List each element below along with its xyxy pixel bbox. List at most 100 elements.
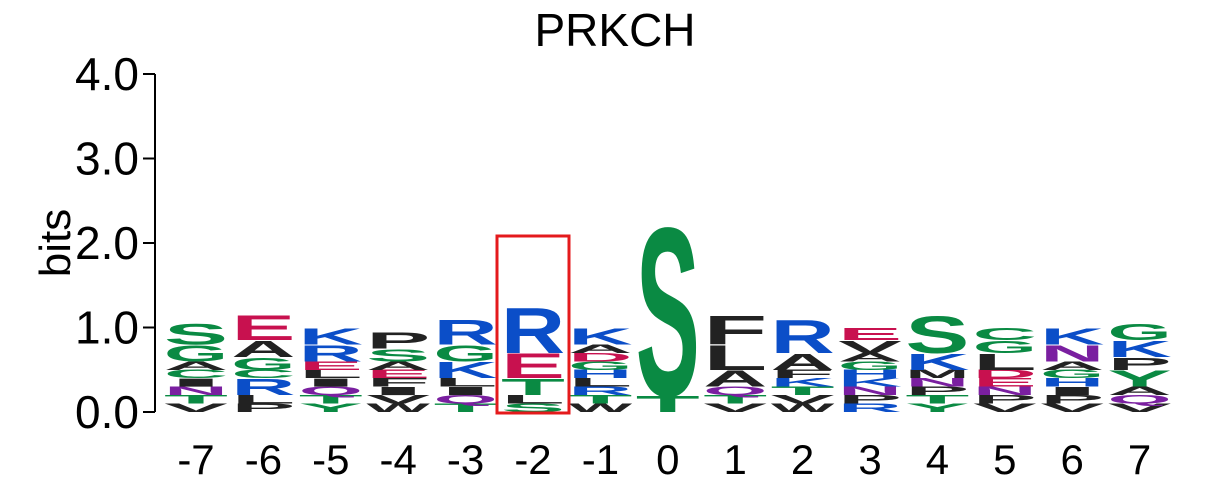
logo-letter-A: A <box>1108 385 1172 398</box>
logo-letter-K: K <box>1108 336 1172 362</box>
logo-letter-A: A <box>703 365 767 391</box>
logo-letter-A: A <box>366 359 430 372</box>
logo-letter-Q: Q <box>434 393 498 406</box>
logo-letter-T: T <box>636 391 700 417</box>
logo-letter-C: C <box>973 324 1037 344</box>
logo-letter-G: G <box>973 337 1037 357</box>
logo-letter-E: E <box>501 347 565 386</box>
logo-letter-V: V <box>164 401 228 414</box>
logo-letter-L: L <box>231 393 295 406</box>
x-tick-label: 4 <box>926 436 949 483</box>
y-tick-label: 0.0 <box>75 386 139 438</box>
logo-letter-A: A <box>771 348 835 374</box>
x-tick-label: -7 <box>177 436 214 483</box>
logo-letter-I: I <box>164 376 228 389</box>
logo-letter-V: V <box>1108 401 1172 414</box>
logo-letter-L: L <box>299 368 363 381</box>
logo-letter-N: N <box>838 385 902 398</box>
logo-letter-H: H <box>1040 376 1104 389</box>
logo-letter-A: A <box>231 336 295 362</box>
logo-letter-G: G <box>838 359 902 372</box>
logo-letter-K: K <box>1040 323 1104 349</box>
x-tick-label: -3 <box>447 436 484 483</box>
x-tick-label: 3 <box>858 436 881 483</box>
logo-letter-V: V <box>838 337 902 357</box>
logo-letter-A: A <box>838 351 902 364</box>
logo-letter-Q: Q <box>299 385 363 398</box>
logo-letter-S: S <box>501 402 565 415</box>
logo-letter-D: D <box>973 368 1037 381</box>
logo-letter-C: C <box>164 368 228 381</box>
logo-letter-G: G <box>164 340 228 366</box>
logo-letter-G: G <box>231 354 295 374</box>
logo-letter-G: G <box>568 359 632 372</box>
logo-letter-W: W <box>569 402 633 415</box>
logo-letter-R: R <box>299 340 363 366</box>
logo-letter-Q: Q <box>703 385 767 398</box>
letter-stacks: VTNICAGSPLRCGAEYTQILERKWVIFEASPTQILKGRSL… <box>164 177 1172 446</box>
logo-letter-N: N <box>973 385 1037 398</box>
y-tick-label: 1.0 <box>75 302 139 354</box>
logo-letter-E: E <box>299 359 363 372</box>
logo-letter-C: C <box>231 368 295 381</box>
logo-letter-I: I <box>1040 384 1104 397</box>
logo-letter-Y: Y <box>1108 365 1172 391</box>
x-tick-label: 2 <box>791 436 814 483</box>
logo-letter-V: V <box>771 393 835 406</box>
logo-letter-T: T <box>164 393 228 406</box>
x-tick-label: -4 <box>380 436 417 483</box>
logo-letter-D: D <box>568 351 632 364</box>
logo-letter-S: S <box>366 345 430 365</box>
logo-letter-L: L <box>434 376 498 389</box>
logo-letter-E: E <box>973 376 1037 389</box>
logo-letter-R: R <box>231 374 295 400</box>
logo-letter-K: K <box>434 357 498 383</box>
logo-letter-P: P <box>905 385 969 398</box>
logo-letter-V: V <box>366 393 430 406</box>
y-tick-label: 2.0 <box>75 217 139 269</box>
y-axis-label: bits <box>31 209 80 277</box>
logo-letter-V: V <box>1040 401 1104 414</box>
logo-letter-T: T <box>703 393 767 406</box>
x-tick-label: 6 <box>1061 436 1084 483</box>
logo-letter-A: A <box>568 342 632 355</box>
logo-letter-G: G <box>1108 319 1172 345</box>
logo-letter-L: L <box>703 338 767 378</box>
logo-letter-G: G <box>434 340 498 366</box>
logo-letter-P: P <box>1040 393 1104 406</box>
logo-letter-L: L <box>501 393 565 406</box>
logo-letter-K: K <box>838 376 902 389</box>
logo-letter-L: L <box>973 349 1037 375</box>
logo-letter-S: S <box>905 306 969 365</box>
logo-letter-M: M <box>905 368 969 381</box>
logo-letter-S: S <box>636 177 700 446</box>
logo-letter-I: I <box>299 376 363 389</box>
logo-letter-H: H <box>568 368 632 381</box>
highlight-layer <box>495 234 571 415</box>
logo-letter-T: T <box>434 401 498 414</box>
logo-letter-Y: Y <box>299 402 363 415</box>
logo-letter-P: P <box>366 327 430 353</box>
logo-letter-V: V <box>973 401 1037 414</box>
logo-letter-E: E <box>366 368 430 381</box>
logo-letter-N: N <box>164 385 228 398</box>
logo-letter-H: H <box>838 368 902 381</box>
y-tick-label: 4.0 <box>75 48 139 100</box>
chart-title: PRKCH <box>534 4 695 56</box>
x-tick-label: 1 <box>724 436 747 483</box>
logo-letter-A: A <box>1040 359 1104 372</box>
logo-letter-T: T <box>905 393 969 406</box>
x-tick-label: 7 <box>1128 436 1151 483</box>
logo-letter-P: P <box>838 393 902 406</box>
logo-letter-W: W <box>771 402 835 415</box>
x-tick-label: -1 <box>582 436 619 483</box>
